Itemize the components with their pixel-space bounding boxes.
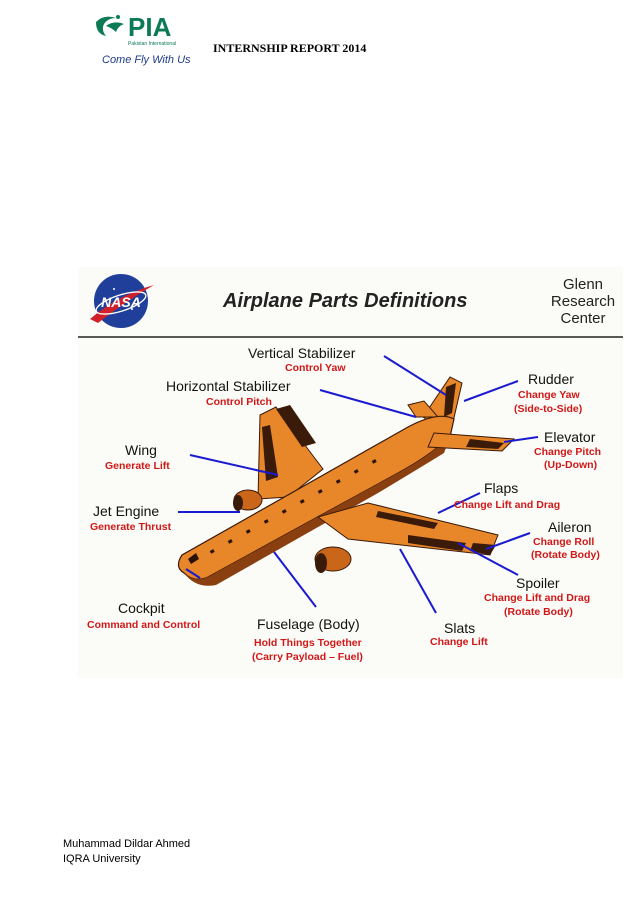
page-footer: Muhammad Dildar Ahmed IQRA University (63, 837, 190, 867)
part-name-flaps: Flaps (484, 480, 518, 496)
part-desc-elevator-2: (Up-Down) (544, 459, 597, 471)
footer-author: Muhammad Dildar Ahmed (63, 838, 191, 850)
part-desc-cockpit: Command and Control (87, 619, 200, 631)
airplane-parts-figure: NASA Airplane Parts Definitions Glenn Re… (78, 267, 623, 678)
part-name-cockpit: Cockpit (118, 600, 165, 616)
part-desc-slats: Change Lift (430, 636, 488, 648)
org-line-2: Research (551, 293, 615, 310)
part-name-vertical-stabilizer: Vertical Stabilizer (248, 345, 356, 361)
part-desc-spoiler-1: Change Lift and Drag (484, 592, 590, 604)
part-name-rudder: Rudder (528, 371, 574, 387)
part-desc-jet-engine: Generate Thrust (90, 521, 172, 533)
part-desc-aileron-1: Change Roll (533, 536, 594, 548)
pia-logo-text: PIA (128, 12, 172, 42)
part-labels: Vertical Stabilizer Control Yaw Horizont… (87, 345, 601, 663)
part-desc-fuselage-1: Hold Things Together (254, 637, 362, 649)
nasa-logo-text: NASA (101, 294, 141, 310)
part-name-wing: Wing (125, 442, 157, 458)
part-desc-horizontal-stabilizer: Control Pitch (206, 396, 272, 408)
part-name-fuselage: Fuselage (Body) (257, 616, 360, 632)
figure-title: Airplane Parts Definitions (222, 290, 468, 312)
part-name-horizontal-stabilizer: Horizontal Stabilizer (166, 378, 291, 394)
leader-lines (178, 355, 539, 614)
org-line-3: Center (560, 310, 605, 327)
part-desc-elevator-1: Change Pitch (534, 446, 601, 458)
pia-crescent-icon (96, 15, 124, 36)
part-desc-wing: Generate Lift (105, 460, 170, 472)
org-line-1: Glenn (563, 276, 603, 293)
nasa-logo-icon: NASA (90, 274, 154, 328)
footer-university: IQRA University (63, 853, 141, 865)
pia-tagline: Come Fly With Us (102, 54, 191, 66)
part-desc-aileron-2: (Rotate Body) (531, 549, 600, 561)
pia-logo-subtext: Pakistan International (128, 41, 177, 47)
report-title: INTERNSHIP REPORT 2014 (213, 41, 367, 55)
part-name-spoiler: Spoiler (516, 575, 560, 591)
airplane-illustration (177, 376, 516, 586)
pia-logo: PIA Pakistan International Come Fly With… (88, 10, 198, 76)
part-desc-rudder-2: (Side-to-Side) (514, 403, 582, 415)
part-name-jet-engine: Jet Engine (93, 503, 159, 519)
part-desc-rudder-1: Change Yaw (518, 389, 580, 401)
part-name-elevator: Elevator (544, 429, 596, 445)
part-desc-vertical-stabilizer: Control Yaw (285, 362, 346, 374)
part-name-aileron: Aileron (548, 519, 592, 535)
part-name-slats: Slats (444, 620, 475, 636)
part-desc-spoiler-2: (Rotate Body) (504, 606, 573, 618)
part-desc-fuselage-2: (Carry Payload – Fuel) (252, 651, 363, 663)
airplane-diagram: NASA Airplane Parts Definitions Glenn Re… (78, 267, 623, 678)
part-desc-flaps: Change Lift and Drag (454, 499, 560, 511)
